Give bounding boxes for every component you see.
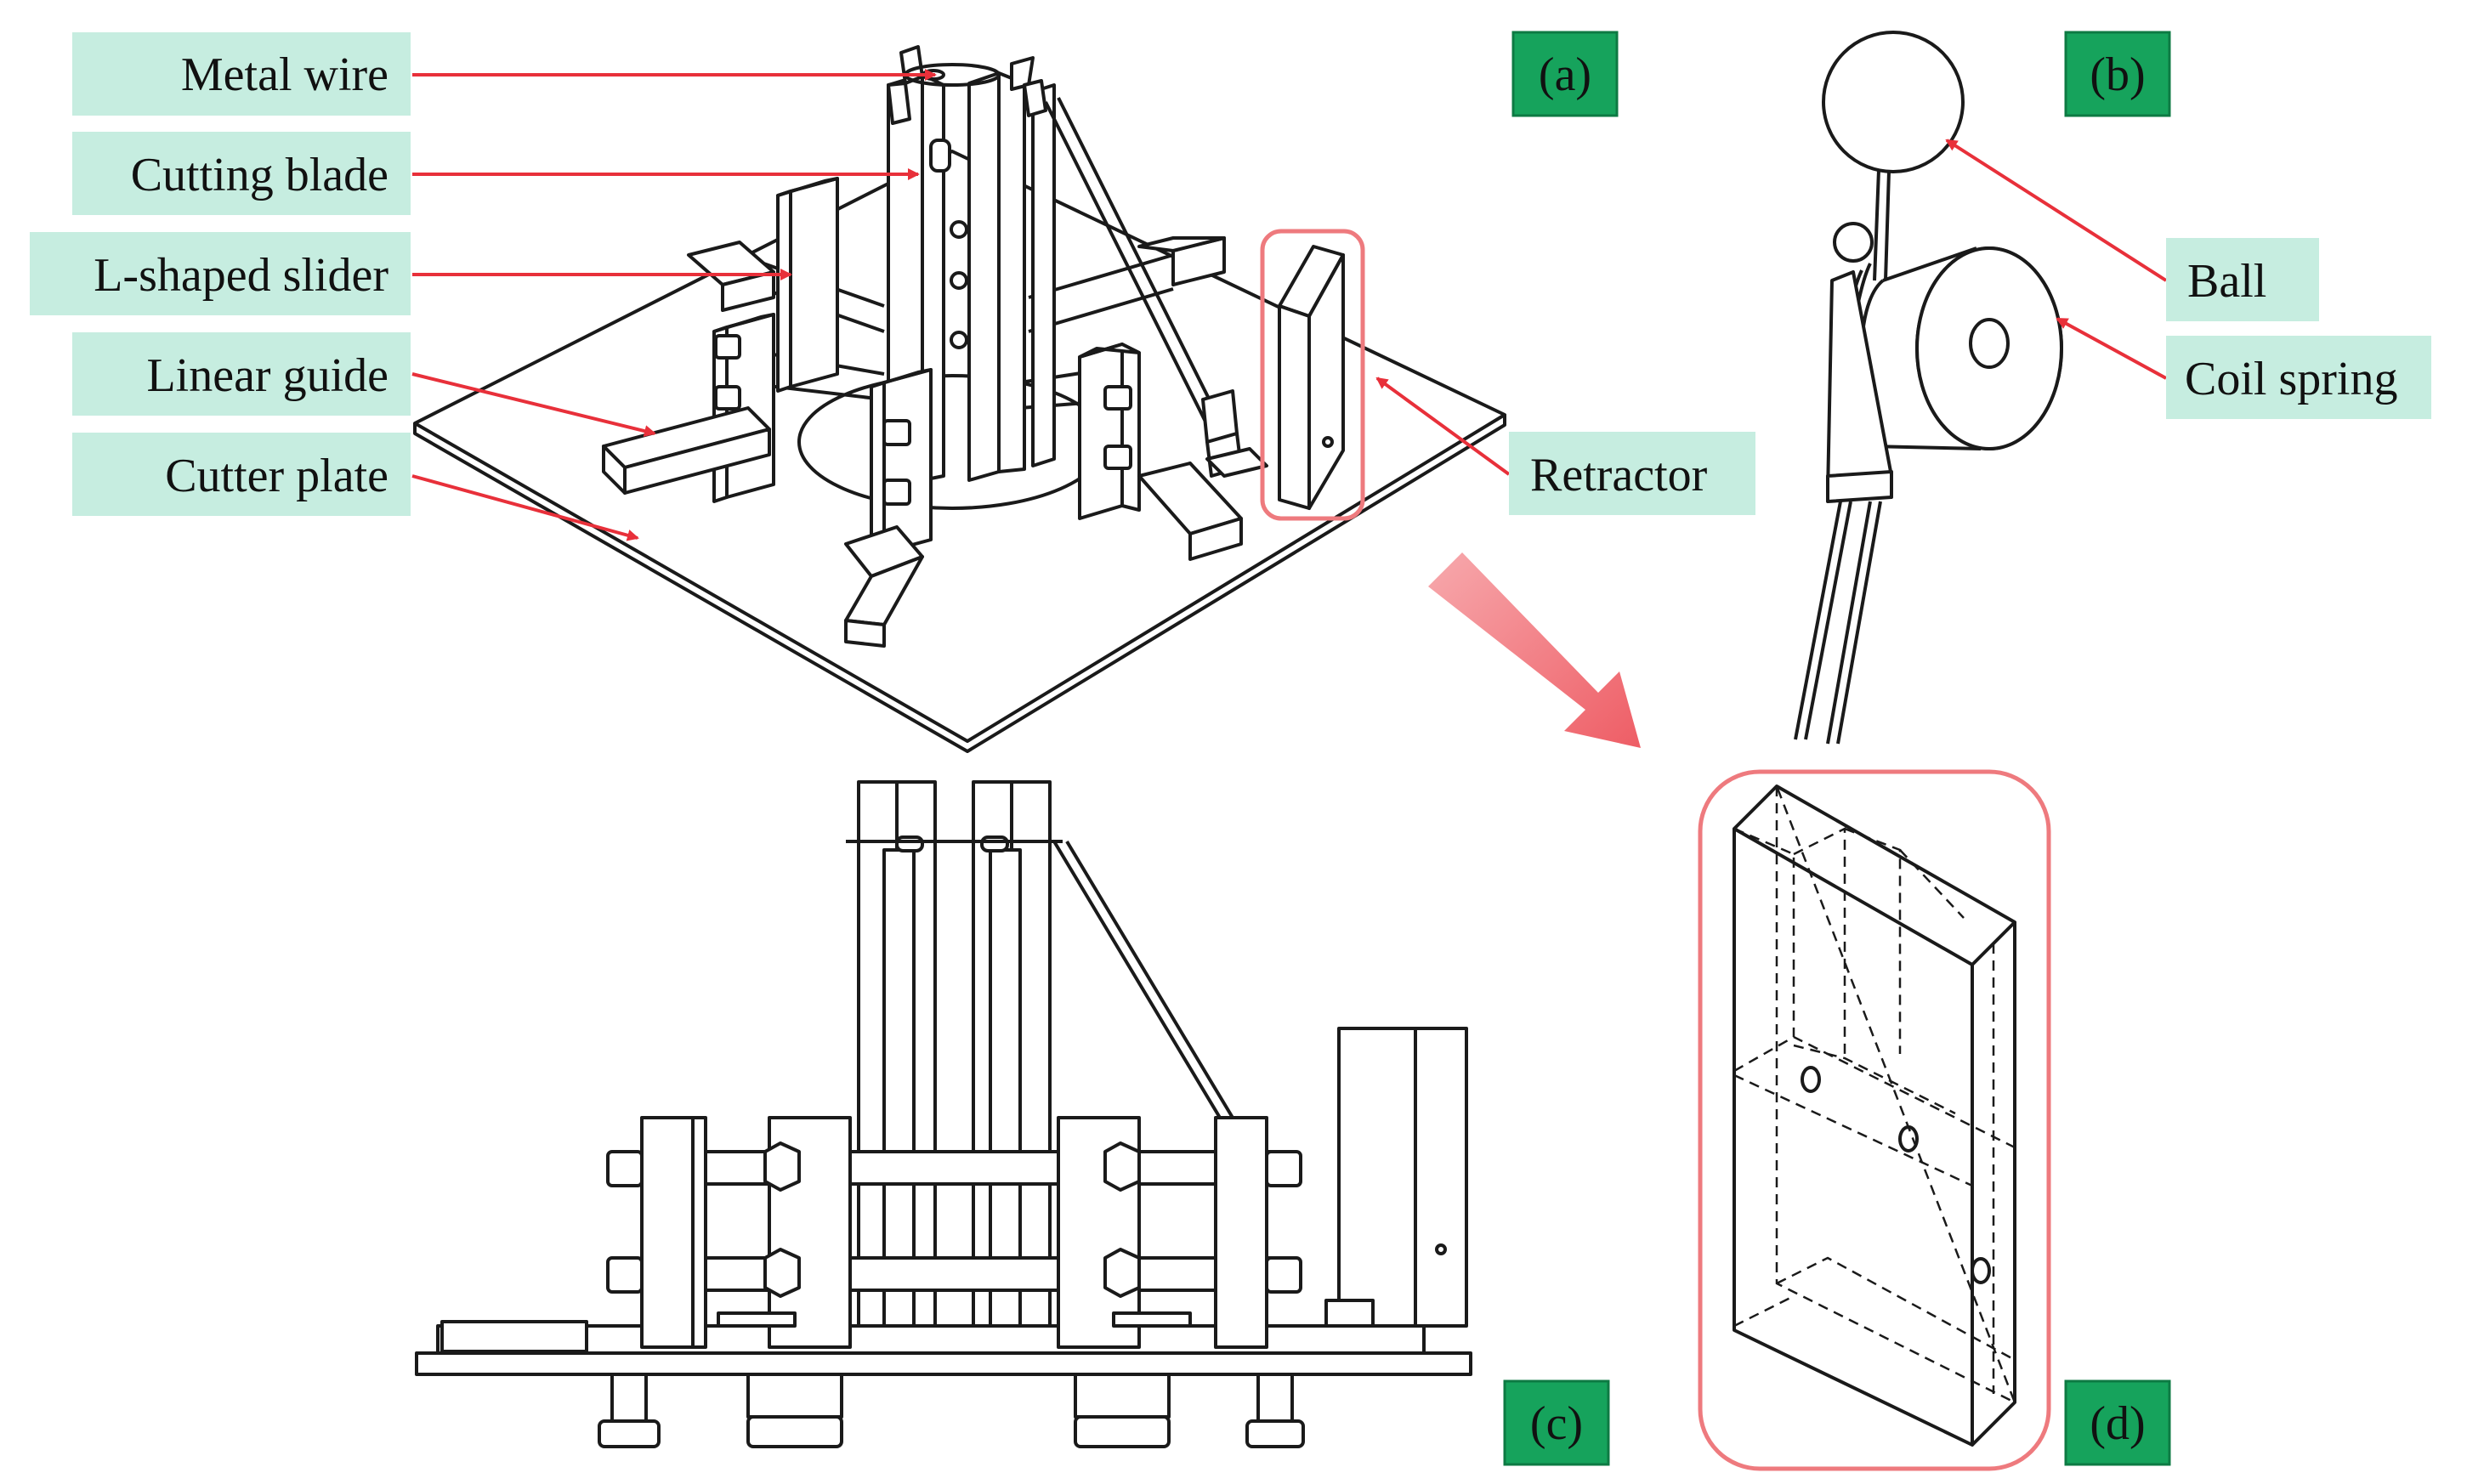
svg-text:Metal wire: Metal wire [181, 48, 388, 101]
ball-drawing [1822, 31, 1965, 173]
drawing-c-front-view [415, 780, 1472, 1448]
drawing-d-retractor-detail [1698, 769, 2051, 1471]
svg-text:(b): (b) [2090, 48, 2145, 101]
retractor-drawing [1205, 245, 1345, 510]
label-cutting-blade: Cutting blade [72, 132, 411, 215]
svg-text:Cutting blade: Cutting blade [131, 149, 388, 201]
panel-tag-c: (c) [1503, 1379, 1610, 1466]
zoom-arrow [1428, 552, 1641, 748]
svg-text:(c): (c) [1530, 1397, 1583, 1450]
leader-arrows [411, 69, 2168, 541]
svg-text:Linear guide: Linear guide [146, 349, 388, 402]
svg-text:(a): (a) [1539, 48, 1591, 101]
svg-text:Ball: Ball [2187, 255, 2266, 308]
label-coil-spring: Coil spring [2166, 336, 2431, 419]
detail-highlight-box [1698, 769, 2051, 1471]
label-retractor: Retractor [1509, 432, 1755, 515]
drawing-a-isometric-cutter [413, 45, 1506, 753]
panel-tag-a: (a) [1511, 31, 1619, 117]
label-ball: Ball [2166, 238, 2319, 321]
label-linear-guide: Linear guide [72, 332, 411, 416]
coil-spring-drawing [1834, 246, 2063, 477]
label-cutter-plate: Cutter plate [72, 433, 411, 516]
svg-text:(d): (d) [2090, 1397, 2145, 1450]
svg-text:Retractor: Retractor [1530, 449, 1708, 501]
label-metal-wire: Metal wire [72, 32, 411, 116]
svg-text:Coil spring: Coil spring [2185, 353, 2397, 405]
svg-text:Cutter plate: Cutter plate [165, 450, 388, 502]
retractor-highlight-box [1260, 229, 1365, 521]
svg-text:L-shaped slider: L-shaped slider [94, 249, 388, 302]
label-l-shaped-slider: L-shaped slider [30, 232, 411, 315]
panel-tag-d: (d) [2064, 1379, 2171, 1466]
panel-tag-b: (b) [2064, 31, 2171, 117]
drawing-b-ball-coil-spring [1794, 31, 2063, 745]
